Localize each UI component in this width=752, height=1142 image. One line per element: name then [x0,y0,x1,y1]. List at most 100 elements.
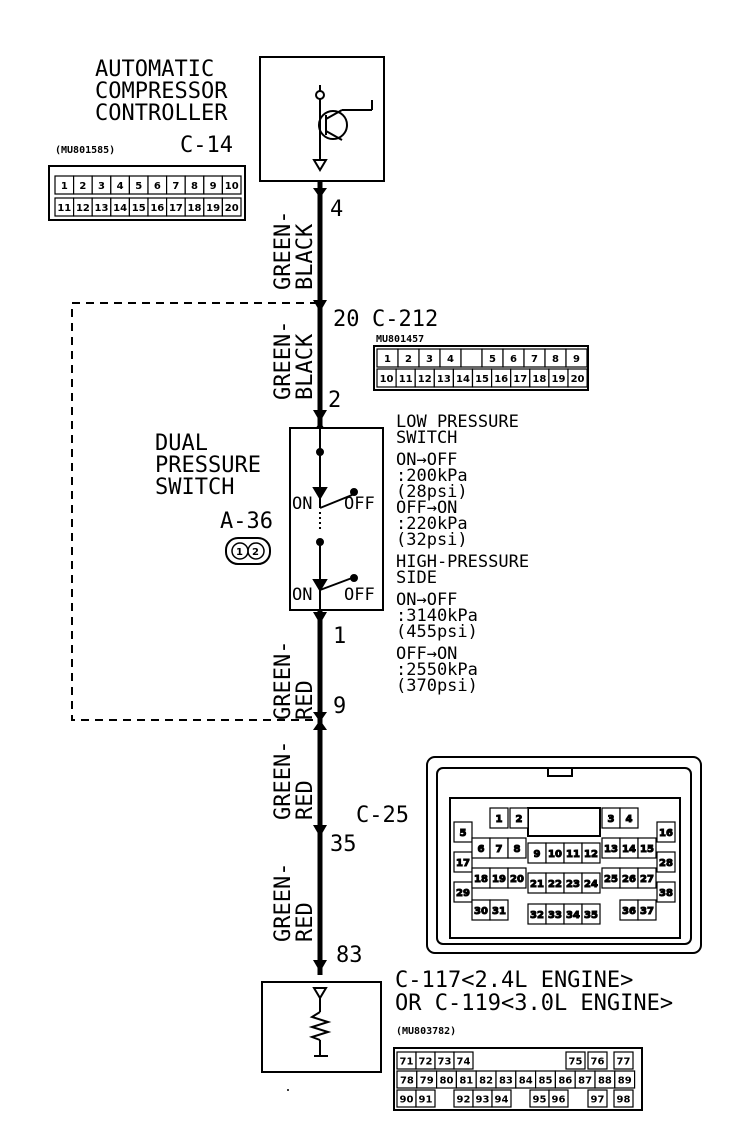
c25-pin-37-cell [637,899,657,921]
c25-pin-33: 33 [548,910,562,921]
ecu-pin-80: 80 [440,1076,454,1087]
high-switch-off-label: OFF [344,585,375,605]
c212-pin-10: 10 [380,374,394,385]
c25-pin-10: 10 [548,849,562,860]
c212-pin-9: 9 [573,354,580,365]
c25-pin-28: 28 [659,858,673,869]
c212-pin-1: 1 [384,354,391,365]
c14-pin-15: 15 [132,203,146,214]
switch-title-line3: SWITCH [155,475,234,500]
transistor-symbol [312,85,373,172]
c212-pin-11: 11 [399,374,413,385]
ecu-pin-97: 97 [591,1095,605,1106]
scan-dot [287,1089,289,1091]
c25-pin-17: 17 [456,858,470,869]
c14-connector-id: C-14 [180,133,233,158]
low-spec-line8: (32psi) [396,530,468,550]
c14-pin-20: 20 [225,203,239,214]
c25-pin-14: 14 [622,844,636,855]
controller-title-line1: AUTOMATIC [95,57,214,82]
ecu-pin-74: 74 [457,1057,471,1068]
c14-pin-19: 19 [206,203,220,214]
controller-title-line3: CONTROLLER [95,101,228,126]
c25-pin-23: 23 [566,879,580,890]
ecu-frame [393,1047,643,1111]
ecu-pin-76-cell [587,1051,608,1070]
c25-pin-19: 19 [492,874,506,885]
c25-connector-id: C-25 [356,803,409,828]
ecu-pin-78: 78 [400,1076,414,1087]
c212-terminal-bottom: 2 [328,388,341,413]
ecu-box [261,981,382,1073]
c25-pin-15-cell [637,837,657,859]
c14-part-number: (MU801585) [55,145,115,156]
ecu-pin-77-cell [613,1051,634,1070]
high-switch-on-label: ON [292,585,312,605]
wire1-color-line1: GREEN- [271,211,296,290]
c14-pin-8: 8 [191,181,198,192]
ecu-pin-94-cell [491,1089,512,1108]
c25-pin-11: 11 [566,849,580,860]
c212-pin-12: 12 [418,374,432,385]
ecu-pin-75-cell [565,1051,586,1070]
c212-pin-8: 8 [552,354,559,365]
c25-pin-5-cell [453,821,473,843]
wire2-color-line2: BLACK [293,333,318,400]
wire-label-2: GREEN- BLACK [271,321,318,400]
wire4-color-line1: GREEN- [271,741,296,820]
c212-pin-9-cell [565,348,588,368]
c212-pin-5: 5 [489,354,496,365]
c212-terminal-top: 20 [333,307,360,332]
c25-terminal-bottom: 35 [330,832,357,857]
ecu-part-number: (MU803782) [396,1026,456,1037]
ecu-pin-98-cell [613,1089,634,1108]
wire3-color-line1: GREEN- [271,641,296,720]
wire-label-1: GREEN- BLACK [271,211,318,290]
c25-pin-7: 7 [496,844,503,855]
c212-pin-19: 19 [551,374,565,385]
ecu-block: C-117<2.4L ENGINE> OR C-119<3.0L ENGINE>… [261,968,673,1073]
high-spec-line7: :2550kPa [396,660,478,680]
low-switch-off-label: OFF [344,494,375,514]
low-spec-line3: ON→OFF [396,450,457,470]
c25-pin-5: 5 [460,828,467,839]
wire5-color-line1: GREEN- [271,863,296,942]
c212-pin-13: 13 [437,374,451,385]
low-spec-line5: (28psi) [396,482,468,502]
ecu-pin-73: 73 [438,1057,452,1068]
c212-pin-2: 2 [405,354,412,365]
ecu-pin-91-cell [415,1089,436,1108]
a36-connector-face: 1 2 [225,537,271,565]
ecu-pin-83: 83 [499,1076,513,1087]
ecu-pin-75: 75 [569,1057,583,1068]
c14-pin-7: 7 [172,181,179,192]
c25-pin-20: 20 [510,874,524,885]
c212-part-number: MU801457 [376,334,424,345]
c25-pin-1: 1 [496,814,503,825]
c25-pin-3: 3 [608,814,615,825]
c25-pin-28-cell [656,851,676,873]
wire2-color-line1: GREEN- [271,321,296,400]
c14-terminal: 4 [330,197,343,222]
high-pressure-spec: HIGH-PRESSURE SIDE ON→OFF :3140kPa (455p… [396,552,529,696]
high-spec-line1: HIGH-PRESSURE [396,552,529,572]
c212-pin-20: 20 [571,374,585,385]
c25-pin-30: 30 [474,906,488,917]
wire-label-5: GREEN- RED [271,863,318,942]
c14-pin-12: 12 [76,203,90,214]
c212-pin-15: 15 [475,374,489,385]
low-spec-line2: SWITCH [396,428,457,448]
ecu-pin-88: 88 [598,1076,612,1087]
switch-terminal: 1 [333,624,346,649]
ecu-pin-76: 76 [591,1057,605,1068]
ecu-pin-77: 77 [617,1057,631,1068]
ecu-pin-87: 87 [578,1076,592,1087]
ecu-connector-line2: OR C-119<3.0L ENGINE> [395,991,673,1016]
c14-pin-16: 16 [150,203,164,214]
ecu-pullup-resistor [308,987,332,1057]
ecu-pin-84: 84 [519,1076,533,1087]
wire5-color-line2: RED [293,902,318,942]
low-spec-line4: :200kPa [396,466,468,486]
c25-terminal-top: 9 [333,694,346,719]
